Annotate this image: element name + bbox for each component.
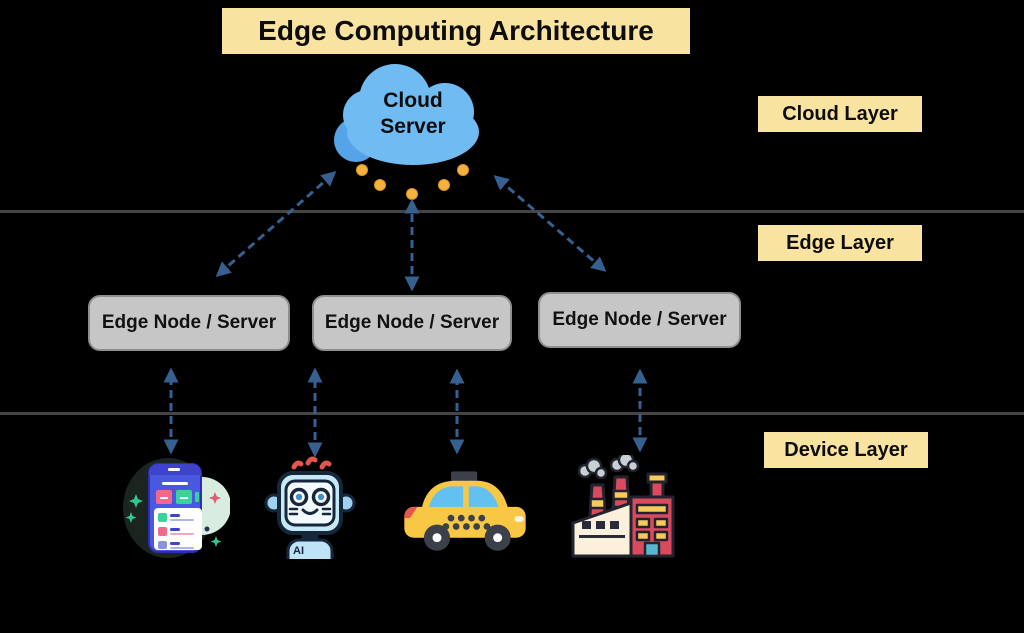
ai-robot-chest-label: AI (293, 545, 304, 557)
taxi-icon (404, 471, 526, 551)
cloud-layer-label: Cloud Layer (758, 96, 922, 132)
ai-robot-icon: AI (264, 456, 356, 559)
diagram-title: Edge Computing Architecture (222, 8, 690, 54)
cloud-icon (334, 64, 479, 165)
factory-icon (571, 455, 675, 558)
cloud-server-label: Cloud Server (380, 89, 446, 139)
device-layer-label: Device Layer (764, 432, 928, 468)
edge-node-2: Edge Node / Server (312, 295, 512, 351)
cloud-data-dots (356, 164, 469, 200)
edge-device-divider (0, 412, 1024, 415)
edge-node-3: Edge Node / Server (538, 292, 741, 348)
edge-node-1: Edge Node / Server (88, 295, 290, 351)
edge-layer-label: Edge Layer (758, 225, 922, 261)
smartphone-icon (123, 458, 230, 558)
